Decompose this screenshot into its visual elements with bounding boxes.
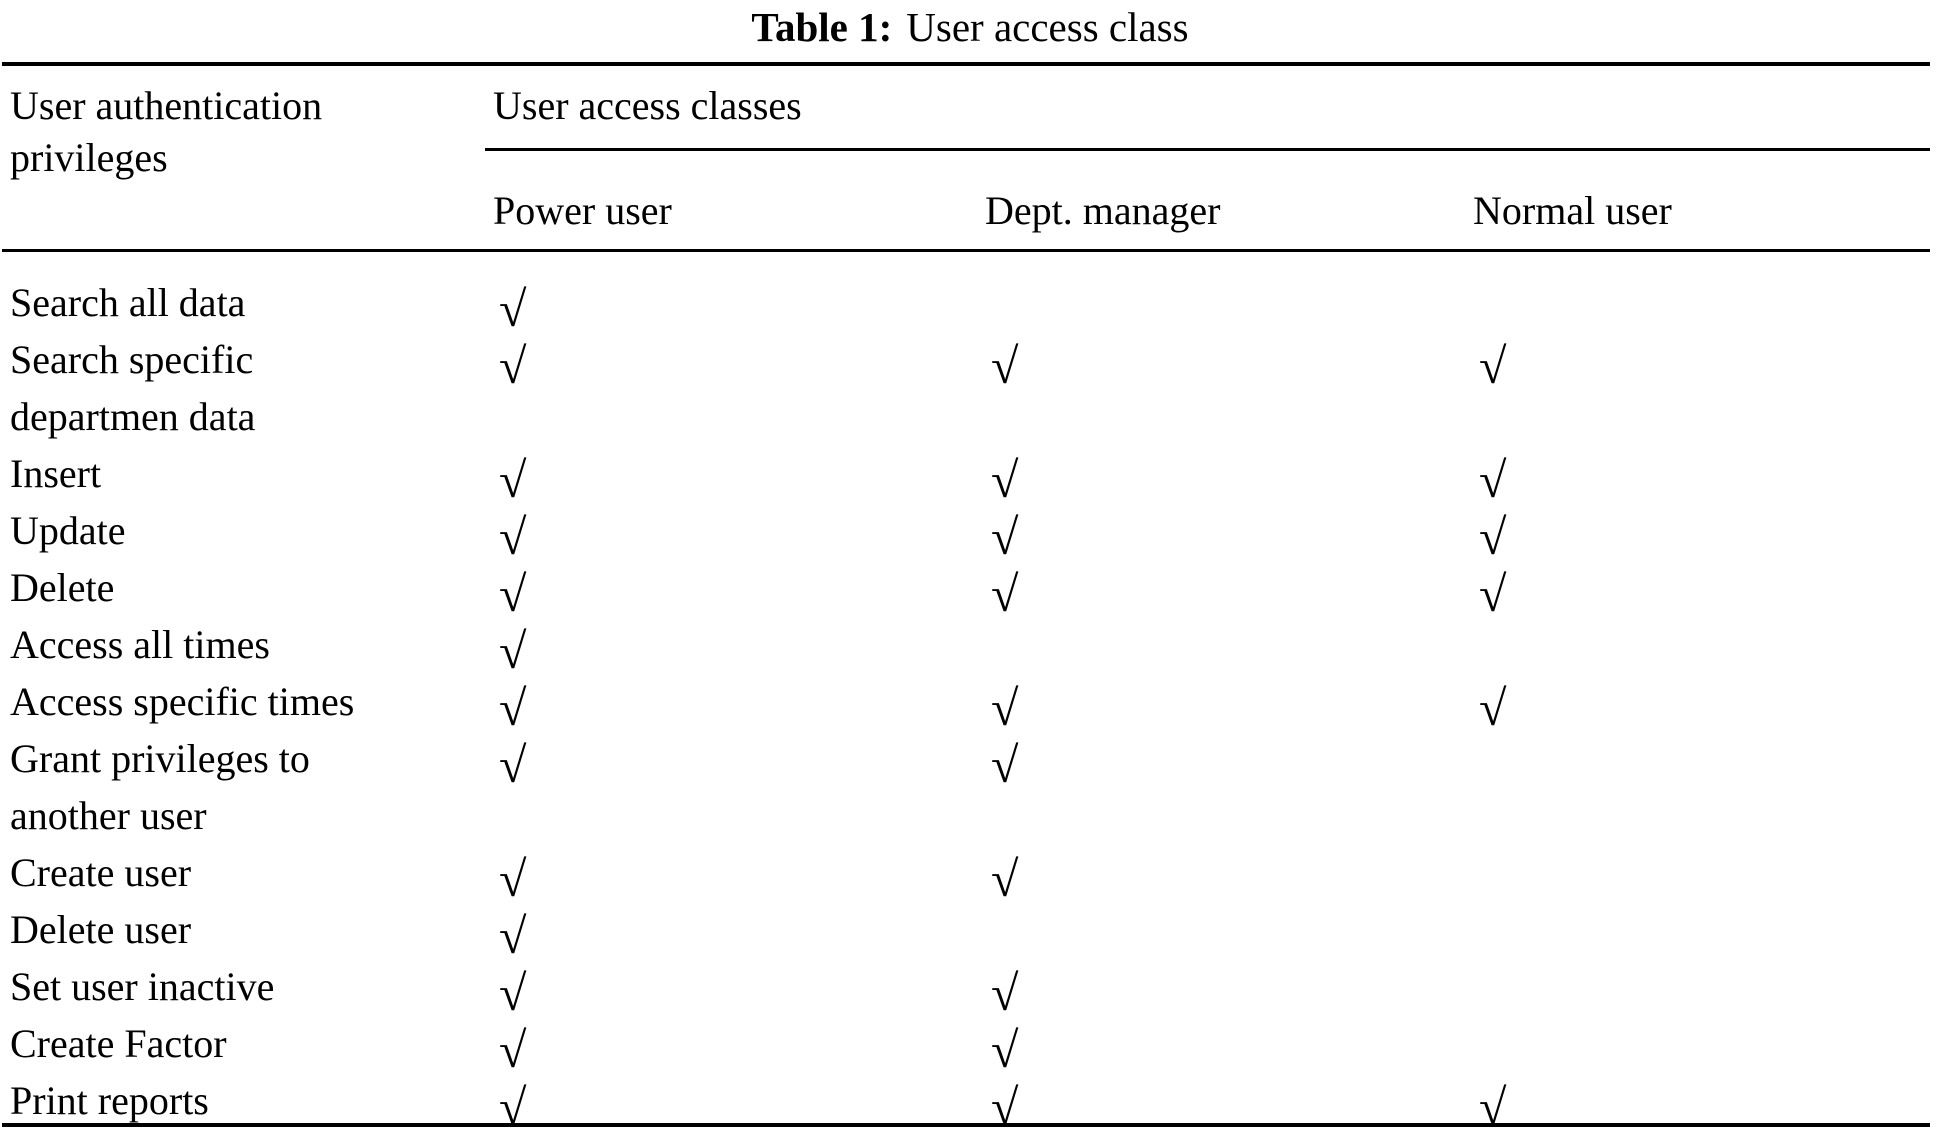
check-power-user: √ (499, 851, 527, 907)
row-label: Delete (10, 565, 115, 610)
row-label: Delete user (10, 907, 192, 952)
table-row: Access specific times √ √ √ (2, 673, 1930, 736)
check-dept-manager: √ (991, 509, 1019, 565)
col-header-normal-user: Normal user (1473, 188, 1672, 233)
row-label: Access all times (10, 622, 270, 667)
check-normal-user: √ (1479, 338, 1507, 394)
table-row: Access all times √ (2, 616, 1930, 679)
check-power-user: √ (499, 908, 527, 964)
col-header-power-user: Power user (493, 188, 672, 233)
check-normal-user: √ (1479, 680, 1507, 736)
col-header-dept-manager: Dept. manager (985, 188, 1221, 233)
check-power-user: √ (499, 281, 527, 337)
table-header: User authentication privileges User acce… (2, 66, 1930, 252)
check-dept-manager: √ (991, 1022, 1019, 1078)
table-row: Set user inactive √ √ (2, 958, 1930, 1021)
span-header-access-classes: User access classes (485, 66, 1930, 151)
table-caption-number: Table 1: (751, 4, 893, 50)
table-row: Print reports √ √ √ (2, 1072, 1930, 1135)
check-power-user: √ (499, 737, 527, 793)
access-classes-group: User access classes Power user Dept. man… (485, 66, 1930, 237)
check-power-user: √ (499, 965, 527, 1021)
table-caption-text: User access class (906, 4, 1189, 50)
table-row: Search all data √ (2, 274, 1930, 337)
row-label: Access specific times (10, 679, 355, 724)
row-label: Search all data (10, 280, 246, 325)
check-dept-manager: √ (991, 965, 1019, 1021)
check-dept-manager: √ (991, 737, 1019, 793)
check-power-user: √ (499, 338, 527, 394)
col-header-privileges: User authentication privileges (10, 83, 323, 180)
check-power-user: √ (499, 452, 527, 508)
check-power-user: √ (499, 680, 527, 736)
table-row: Grant privileges to another user √ √ (2, 730, 1930, 844)
table-row: Delete user √ (2, 901, 1930, 964)
check-normal-user: √ (1479, 566, 1507, 622)
table-caption: Table 1: User access class (0, 0, 1940, 54)
row-label: Search specific departmen data (10, 337, 256, 439)
check-dept-manager: √ (991, 1079, 1019, 1135)
check-dept-manager: √ (991, 566, 1019, 622)
row-label: Set user inactive (10, 964, 275, 1009)
table-row: Create user √ √ (2, 844, 1930, 907)
check-normal-user: √ (1479, 1079, 1507, 1135)
check-power-user: √ (499, 1079, 527, 1135)
row-label: Create Factor (10, 1021, 227, 1066)
table-row: Delete √ √ √ (2, 559, 1930, 622)
row-label: Insert (10, 451, 102, 496)
table-row: Insert √ √ √ (2, 445, 1930, 508)
check-dept-manager: √ (991, 338, 1019, 394)
check-power-user: √ (499, 623, 527, 679)
row-label: Update (10, 508, 126, 553)
table-row: Update √ √ √ (2, 502, 1930, 565)
user-access-table: User authentication privileges User acce… (2, 62, 1930, 1135)
check-dept-manager: √ (991, 452, 1019, 508)
check-power-user: √ (499, 509, 527, 565)
row-label: Grant privileges to another user (10, 736, 310, 838)
sub-header-row: Power user Dept. manager Normal user (485, 151, 1930, 237)
row-label: Print reports (10, 1078, 209, 1123)
check-power-user: √ (499, 1022, 527, 1078)
check-dept-manager: √ (991, 680, 1019, 736)
check-normal-user: √ (1479, 509, 1507, 565)
table-row: Search specific departmen data √ √ √ (2, 331, 1930, 445)
check-power-user: √ (499, 566, 527, 622)
row-label: Create user (10, 850, 192, 895)
check-dept-manager: √ (991, 851, 1019, 907)
table-body: Search all data √ Search specific depart… (2, 252, 1930, 1135)
check-normal-user: √ (1479, 452, 1507, 508)
table-row: Create Factor √ √ (2, 1015, 1930, 1078)
